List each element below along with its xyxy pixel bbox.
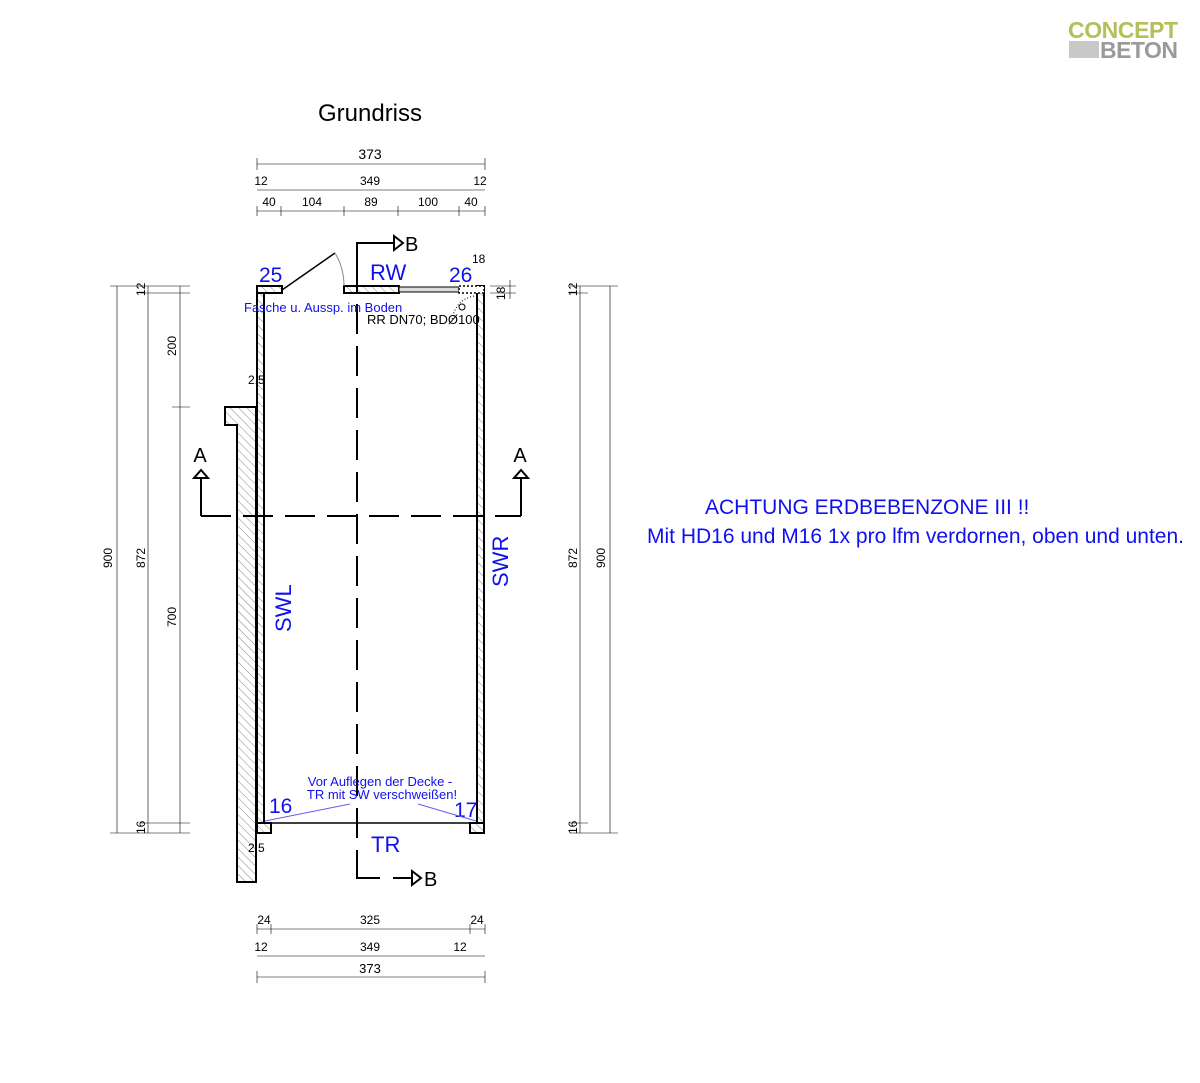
- right-dimensions: 12 872 16 900: [490, 280, 618, 834]
- logo-line1: CONCEPT: [1068, 17, 1178, 43]
- label-tr: TR: [371, 832, 400, 857]
- section-lines: [191, 233, 531, 888]
- note-fasche: Fasche u. Aussp. im Boden: [244, 300, 402, 315]
- dim-seg: 40: [464, 195, 478, 209]
- left-dimensions: 900 872 12 200 700 16: [101, 282, 190, 834]
- section-b-bottom: B: [424, 869, 437, 891]
- corner-label-26: 26: [449, 264, 472, 287]
- corner-label-25: 25: [259, 264, 282, 287]
- section-b-top: B: [405, 234, 418, 256]
- dim-corner-w: 18: [472, 252, 486, 266]
- dim-left-inner: 872: [134, 548, 148, 568]
- dim-top-total: 373: [358, 146, 382, 162]
- dim-left-seg: 16: [134, 820, 148, 834]
- dim-bottom: 24: [470, 913, 484, 927]
- dim-bottom: 325: [360, 913, 380, 927]
- note-weld-2: TR mit SW verschweißen!: [307, 787, 457, 802]
- dim-right-seg: 12: [566, 282, 580, 296]
- label-rw: RW: [370, 260, 406, 285]
- drawing-title: Grundriss: [318, 100, 422, 127]
- dim-top-left: 12: [254, 174, 268, 188]
- dim-left-top: 2.5: [248, 373, 265, 387]
- dim-seg: 40: [262, 195, 276, 209]
- dim-left-seg: 12: [134, 282, 148, 296]
- concept-beton-logo: CONCEPT BETON: [1068, 17, 1178, 63]
- corner-label-16: 16: [269, 795, 292, 818]
- note-rr: RR DN70; BDØ100: [367, 312, 480, 327]
- dim-top-right: 12: [473, 174, 487, 188]
- dim-left-bottom: 2.5: [248, 841, 265, 855]
- section-a-right: A: [513, 445, 527, 467]
- dim-top-mid: 349: [360, 174, 380, 188]
- corner-label-17: 17: [454, 799, 477, 822]
- dim-bottom: 349: [360, 940, 380, 954]
- dim-right-seg: 872: [566, 548, 580, 568]
- label-swr: SWR: [488, 536, 513, 587]
- top-dimensions: 373 12 349 12 40 104 89 100 40: [254, 146, 487, 216]
- dim-bottom: 12: [453, 940, 467, 954]
- dim-right-total: 900: [594, 548, 608, 568]
- walls: [224, 252, 485, 883]
- logo-line2: BETON: [1100, 37, 1178, 63]
- dim-bottom: 12: [254, 940, 268, 954]
- dim-left-seg: 700: [165, 607, 179, 627]
- dim-left-seg: 200: [165, 336, 179, 356]
- dim-bottom-total: 373: [359, 961, 381, 976]
- dim-bottom: 24: [257, 913, 271, 927]
- dim-seg: 89: [364, 195, 378, 209]
- dim-left-total: 900: [101, 548, 115, 568]
- note-weld-1: Vor Auflegen der Decke -: [308, 774, 453, 789]
- label-swl: SWL: [271, 584, 296, 632]
- warning-line1: ACHTUNG ERDBEBENZONE III !!: [705, 496, 1029, 519]
- dim-seg: 104: [302, 195, 322, 209]
- section-a-left: A: [193, 445, 207, 467]
- dim-seg: 100: [418, 195, 438, 209]
- dim-right-seg: 16: [566, 820, 580, 834]
- bottom-dimensions: 24 325 24 12 349 12 373: [254, 913, 486, 983]
- warning-line2: Mit HD16 und M16 1x pro lfm verdornen, o…: [647, 525, 1184, 548]
